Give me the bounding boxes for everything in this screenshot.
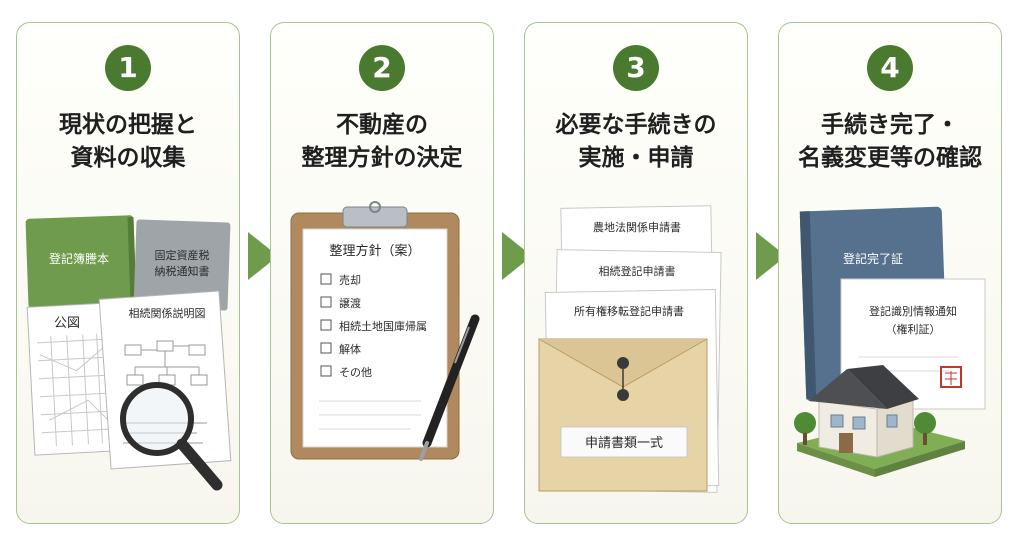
form-title: 所有権移転登記申請書 [574, 304, 684, 318]
svg-text:納税通知書: 納税通知書 [155, 264, 210, 278]
checklist-item: 解体 [339, 342, 361, 356]
step-card-2: 2 不動産の 整理方針の決定 整理方針（案） 売却 譲渡 相続土地国庫帰属 解体… [270, 22, 494, 524]
form-title: 相続登記申請書 [599, 264, 676, 278]
svg-text:公図: 公図 [54, 316, 80, 331]
svg-text:（権利証）: （権利証） [886, 322, 941, 336]
step-card-4: 4 手続き完了・ 名義変更等の確認 登記完了証 登記識別情報通知 （権利証） [778, 22, 1002, 524]
checklist-item: 売却 [339, 274, 361, 287]
checklist-item: 譲渡 [339, 296, 361, 310]
envelope-label: 申請書類一式 [585, 436, 663, 451]
clipboard-illustration: 整理方針（案） 売却 譲渡 相続土地国庫帰属 解体 その他 [271, 23, 494, 523]
checklist-item: その他 [339, 366, 372, 379]
completion-illustration: 登記完了証 登記識別情報通知 （権利証） [779, 23, 1002, 523]
document-collection-illustration: 登記簿謄本 固定資産税 納税通知書 公図 相続関係説明図 [17, 23, 240, 523]
application-forms-illustration: 農地法関係申請書 相続登記申請書 所有権移転登記申請書 申請書類一式 [525, 23, 748, 523]
clipboard-heading: 整理方針（案） [329, 243, 420, 259]
envelope: 申請書類一式 [539, 339, 707, 491]
form-title: 農地法関係申請書 [593, 220, 681, 234]
svg-text:固定資産税: 固定資産税 [155, 248, 210, 262]
svg-text:登記識別情報通知: 登記識別情報通知 [869, 304, 957, 318]
certificate-book-label: 登記完了証 [843, 251, 903, 266]
svg-text:相続関係説明図: 相続関係説明図 [129, 306, 206, 320]
checklist-item: 相続土地国庫帰属 [339, 319, 427, 333]
book-label: 登記簿謄本 [49, 251, 109, 266]
step-card-3: 3 必要な手続きの 実施・申請 農地法関係申請書 相続登記申請書 所有権移転登記… [524, 22, 748, 524]
register-book: 登記簿謄本 [25, 215, 136, 309]
step-card-1: 1 現状の把握と 資料の収集 登記簿謄本 固定資産税 納税通知書 公図 [16, 22, 240, 524]
